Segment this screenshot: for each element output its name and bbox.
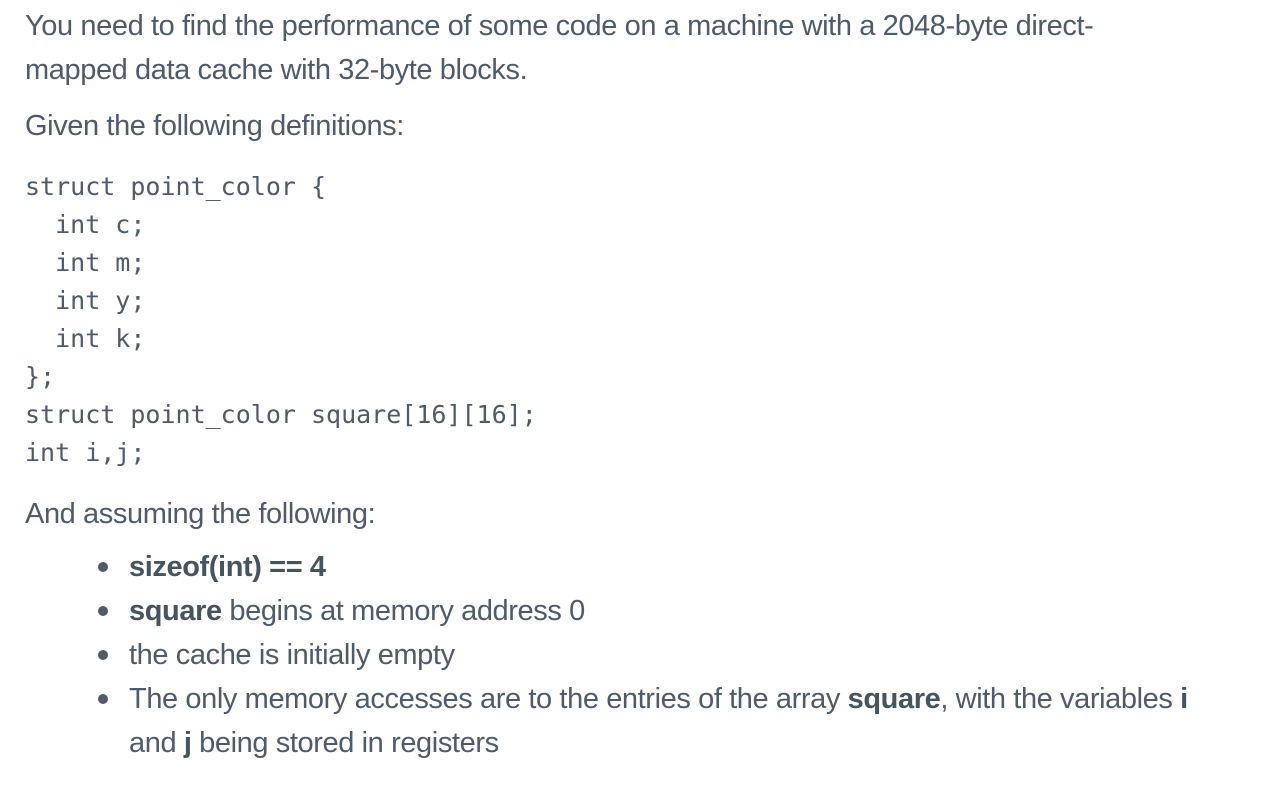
assumption-text: , with the variables <box>940 683 1181 715</box>
assumption-text: begins at memory address 0 <box>221 595 585 627</box>
assumption-term-bold: i <box>1180 683 1188 715</box>
code-block: struct point_color { int c; int m; int y… <box>25 172 537 467</box>
assumption-term-bold: sizeof(int) == 4 <box>129 551 326 583</box>
assumption-term-bold: j <box>183 727 192 759</box>
assumption-item: square begins at memory address 0 <box>98 589 1241 633</box>
assumption-text: and <box>129 727 184 759</box>
assumptions-list: sizeof(int) == 4 square begins at memory … <box>25 545 1243 765</box>
assumption-term-bold: square <box>847 683 941 715</box>
assumption-text: being stored in registers <box>191 727 499 759</box>
assumption-term-bold: square <box>129 595 222 627</box>
intro-paragraph: You need to find the performance of some… <box>25 10 1094 86</box>
assumption-item: The only memory accesses are to the entr… <box>98 677 1241 765</box>
assumption-text: The only memory accesses are to the entr… <box>129 683 848 715</box>
assumption-text: the cache is initially empty <box>129 639 455 671</box>
given-definitions-label: Given the following definitions: <box>25 110 404 142</box>
assumption-item: sizeof(int) == 4 <box>98 545 1241 589</box>
assumption-item: the cache is initially empty <box>98 633 1241 677</box>
assuming-label: And assuming the following: <box>25 498 376 530</box>
